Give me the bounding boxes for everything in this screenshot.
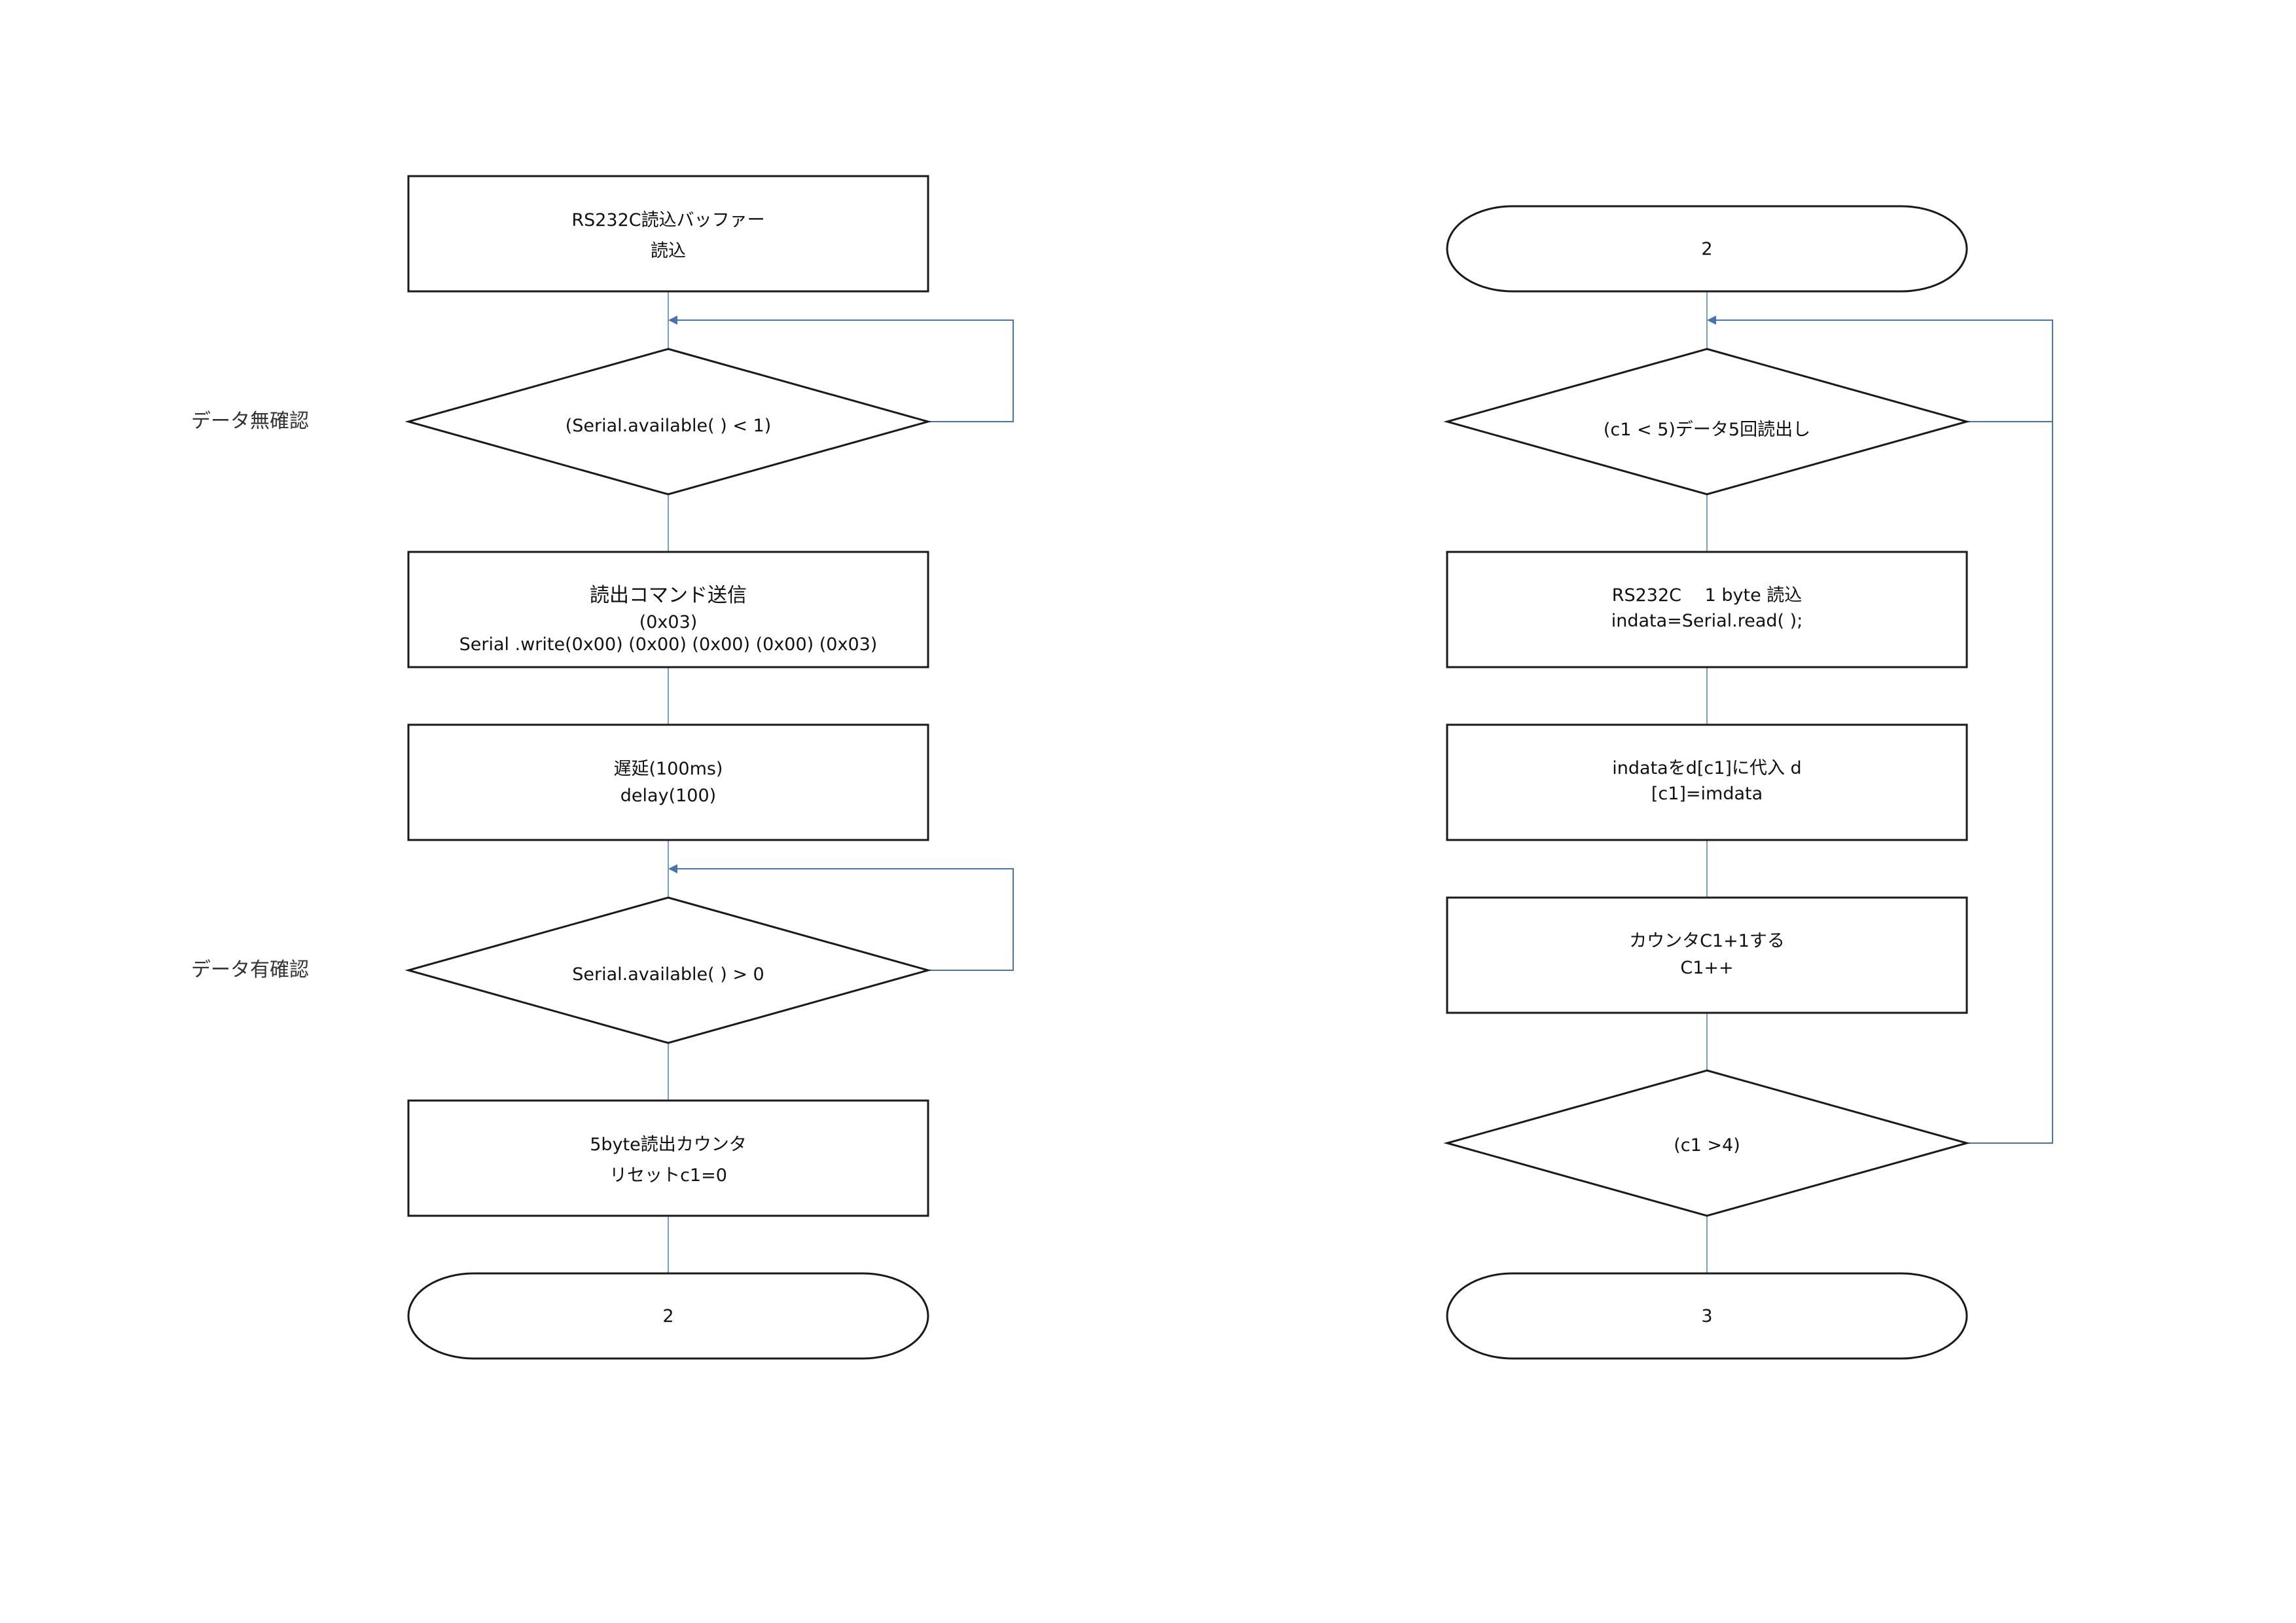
right-flowchart: 2 (c1 < 5)データ5回読出し RS232C 1 byte 読込 inda… [1443,205,2053,1360]
left-flowchart: RS232C読込バッファー 読込 データ無確認 (Serial.availabl… [191,175,1014,1360]
connector-terminal-2-in: 2 [1446,205,1968,293]
process-send-command: 読出コマンド送信 (0x03) Serial .write(0x00) (0x0… [407,551,929,668]
process-reset-counter: 5byte読出カウンタ リセットc1=0 [407,1099,929,1217]
process-assign: indataをd[c1]に代入 d [c1]=imdata [1446,723,1968,841]
arrowhead-icon [668,316,677,325]
decision-text: (c1 >4) [1674,1135,1740,1156]
connector-terminal-2: 2 [407,1272,929,1360]
process-text: Serial .write(0x00) (0x00) (0x00) (0x00)… [459,634,878,655]
process-text: C1++ [1680,958,1733,978]
process-text: indata=Serial.read( ); [1611,611,1803,631]
process-delay: 遅延(100ms) delay(100) [407,723,929,841]
side-label-data-check: データ有確認 [191,958,309,981]
process-text: 5byte読出カウンタ [590,1135,747,1155]
process-text: 遅延(100ms) [614,759,723,779]
process-increment: カウンタC1+1する C1++ [1446,896,1968,1014]
process-text: indataをd[c1]に代入 d [1612,758,1801,778]
loop-back-line [673,868,1014,971]
process-text: (0x03) [639,612,698,632]
process-text: RS232C読込バッファー [571,210,764,230]
process-text: [c1]=imdata [1651,784,1763,804]
decision-exit-condition: (c1 >4) [1443,1069,1971,1217]
terminal-text: 3 [1701,1306,1712,1326]
terminal-text: 2 [662,1306,673,1326]
process-text: 読込 [651,241,686,261]
loop-back-line [1712,319,2053,1144]
terminal-text: 2 [1701,239,1712,259]
process-read-buffer: RS232C読込バッファー 読込 [407,175,929,293]
side-label-no-data-check: データ無確認 [191,410,309,433]
arrowhead-icon [668,864,677,873]
arrowhead-icon [1707,316,1716,325]
process-text: カウンタC1+1する [1629,931,1785,951]
decision-text: (c1 < 5)データ5回読出し [1604,420,1810,440]
loop-back-line [673,319,1014,422]
process-text: RS232C 1 byte 読込 [1612,585,1803,606]
process-read-byte: RS232C 1 byte 読込 indata=Serial.read( ); [1446,551,1968,668]
connector-terminal-3: 3 [1446,1272,1968,1360]
decision-data-available: Serial.available( ) > 0 [404,896,932,1044]
decision-text: (Serial.available( ) < 1) [565,416,772,436]
process-text: 読出コマンド送信 [590,584,747,607]
process-text: delay(100) [620,786,716,806]
decision-loop-condition: (c1 < 5)データ5回読出し [1443,348,1971,496]
process-text: リセットc1=0 [609,1165,727,1186]
decision-text: Serial.available( ) > 0 [572,964,764,985]
decision-no-data: (Serial.available( ) < 1) [404,348,932,496]
